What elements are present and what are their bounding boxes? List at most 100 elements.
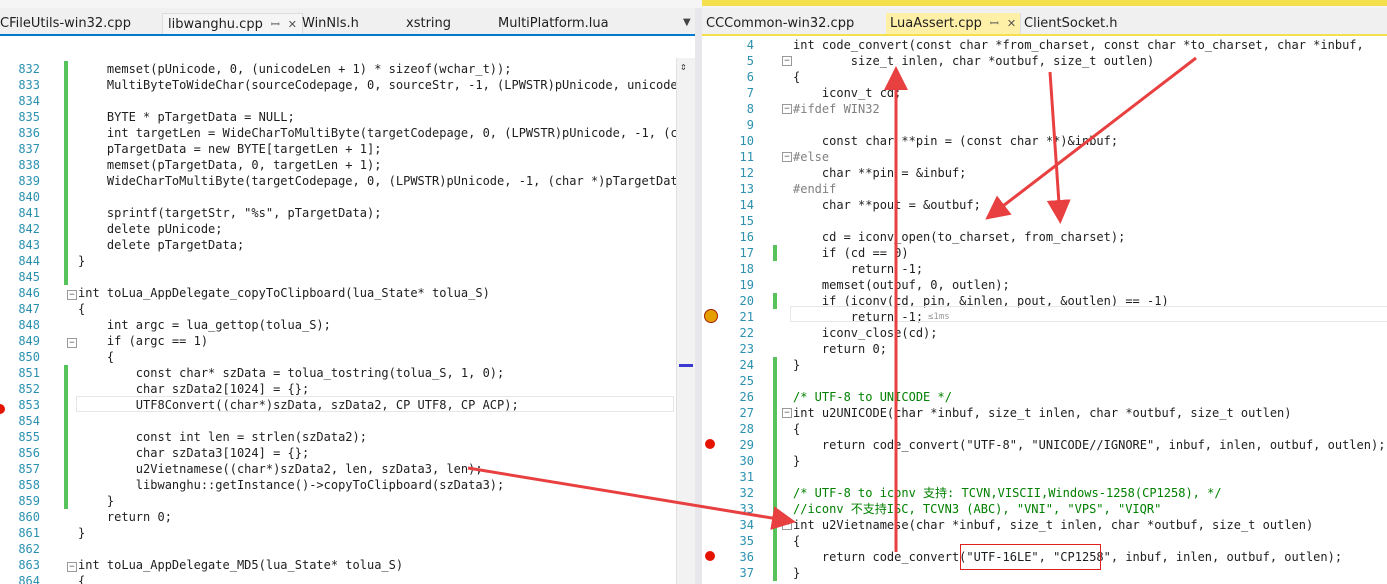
code-line[interactable]: //iconv 不支持ISC, TCVN3 (ABC), "VNI", "VPS…: [793, 502, 1162, 516]
line-number: 37: [739, 566, 754, 580]
code-line[interactable]: UTF8Convert((char*)szData, szData2, CP_U…: [78, 398, 519, 412]
code-line[interactable]: sprintf(targetStr, "%s", pTargetData);: [78, 206, 382, 220]
code-line[interactable]: delete pTargetData;: [78, 238, 245, 252]
code-line[interactable]: {: [793, 70, 801, 84]
code-line[interactable]: return 0;: [78, 510, 172, 524]
code-line[interactable]: const char **pin = (const char **)&inbuf…: [793, 134, 1119, 148]
code-line[interactable]: char szData3[1024] = {};: [78, 446, 310, 460]
code-line[interactable]: {: [78, 574, 86, 584]
code-line[interactable]: }: [78, 494, 115, 508]
tab-xstring[interactable]: xstring: [406, 13, 486, 34]
code-line[interactable]: int u2Vietnamese(char *inbuf, size_t inl…: [793, 518, 1314, 532]
tab-label: ClientSocket.h: [1024, 16, 1118, 31]
code-line[interactable]: {: [793, 422, 801, 436]
code-line[interactable]: const char* szData = tolua_tostring(tolu…: [78, 366, 505, 380]
line-number: 12: [739, 166, 754, 180]
code-line[interactable]: libwanghu::getInstance()->copyToClipboar…: [78, 478, 505, 492]
code-line[interactable]: if (iconv(cd, pin, &inlen, pout, &outlen…: [793, 294, 1169, 308]
pane-splitter[interactable]: [695, 8, 702, 584]
code-line[interactable]: return 0;: [793, 342, 887, 356]
pin-icon[interactable]: ꟷ: [989, 17, 999, 30]
left-code-editor[interactable]: 832 memset(pUnicode, 0, (unicodeLen + 1)…: [0, 36, 695, 584]
code-line[interactable]: return -1;: [793, 262, 924, 276]
code-line[interactable]: int argc = lua_gettop(tolua_S);: [78, 318, 331, 332]
code-line[interactable]: {: [793, 534, 801, 548]
code-line[interactable]: return code_convert("UTF-16LE", "CP1258"…: [793, 550, 1343, 564]
code-line[interactable]: }: [78, 254, 86, 268]
line-number: 858: [18, 478, 40, 492]
code-line[interactable]: /* UTF-8 to iconv 支持: TCVN,VISCII,Window…: [793, 486, 1222, 500]
current-line-highlight: [790, 306, 1387, 322]
code-line[interactable]: /* UTF-8 to UNICODE */: [793, 390, 952, 404]
line-number: 30: [739, 454, 754, 468]
code-line[interactable]: int u2UNICODE(char *inbuf, size_t inlen,…: [793, 406, 1292, 420]
breakpoint-icon[interactable]: [705, 439, 715, 449]
code-line[interactable]: #ifdef WIN32: [793, 102, 880, 116]
close-icon[interactable]: ✕: [287, 18, 298, 31]
code-line[interactable]: char **pout = &outbuf;: [793, 198, 981, 212]
line-number: 34: [739, 518, 754, 532]
code-line[interactable]: MultiByteToWideChar(sourceCodepage, 0, s…: [78, 78, 693, 92]
fold-toggle-icon: −: [67, 338, 77, 348]
tab-clientsocket[interactable]: ClientSocket.h: [1020, 13, 1156, 34]
code-line[interactable]: if (cd == 0): [793, 246, 909, 260]
tab-multiplatform[interactable]: MultiPlatform.lua: [498, 13, 648, 34]
code-line[interactable]: }: [793, 358, 801, 372]
code-line[interactable]: BYTE * pTargetData = NULL;: [78, 110, 295, 124]
code-line[interactable]: return code_convert("UTF-8", "UNICODE//I…: [793, 438, 1386, 452]
code-line[interactable]: u2Vietnamese((char*)szData2, len, szData…: [78, 462, 483, 476]
code-line[interactable]: #else: [793, 150, 830, 164]
code-line[interactable]: char **pin = &inbuf;: [793, 166, 967, 180]
code-line[interactable]: return -1;: [793, 310, 924, 324]
change-bar: [64, 365, 68, 509]
line-number: 852: [18, 382, 40, 396]
code-line[interactable]: {: [78, 350, 115, 364]
split-icon[interactable]: ⇕: [680, 60, 687, 73]
code-line[interactable]: memset(pUnicode, 0, (unicodeLen + 1) * s…: [78, 62, 512, 76]
code-line[interactable]: size_t inlen, char *outbuf, size_t outle…: [793, 54, 1155, 68]
fold-toggle-icon: −: [782, 152, 792, 162]
tab-dropdown-icon[interactable]: ▼: [683, 17, 691, 28]
code-line[interactable]: #endif: [793, 182, 837, 196]
line-number: 24: [739, 358, 754, 372]
code-line[interactable]: int code_convert(const char *from_charse…: [793, 38, 1364, 52]
tab-cccommon[interactable]: CCCommon-win32.cpp: [706, 13, 876, 34]
code-line[interactable]: int toLua_AppDelegate_copyToClipboard(lu…: [78, 286, 490, 300]
left-vertical-scrollbar[interactable]: ⇕: [676, 58, 695, 584]
tab-winnls[interactable]: WinNls.h: [302, 13, 392, 34]
code-line[interactable]: memset(outbuf, 0, outlen);: [793, 278, 1010, 292]
code-line[interactable]: const int len = strlen(szData2);: [78, 430, 367, 444]
code-line[interactable]: int toLua_AppDelegate_MD5(lua_State* tol…: [78, 558, 404, 572]
close-icon[interactable]: ✕: [1006, 17, 1017, 30]
code-line[interactable]: iconv_close(cd);: [793, 326, 938, 340]
breakpoint-icon[interactable]: [0, 404, 5, 414]
code-line[interactable]: memset(pTargetData, 0, targetLen + 1);: [78, 158, 382, 172]
code-line[interactable]: {: [78, 302, 86, 316]
code-line[interactable]: if (argc == 1): [78, 334, 209, 348]
tab-cfileutils[interactable]: CFileUtils-win32.cpp: [0, 13, 160, 34]
code-line[interactable]: cd = iconv_open(to_charset, from_charset…: [793, 230, 1126, 244]
code-line[interactable]: WideCharToMultiByte(targetCodepage, 0, (…: [78, 174, 693, 188]
fold-toggle-icon: −: [67, 290, 77, 300]
code-line[interactable]: int targetLen = WideCharToMultiByte(targ…: [78, 126, 693, 140]
active-pane-indicator: [702, 0, 1387, 6]
code-line[interactable]: delete pUnicode;: [78, 222, 223, 236]
code-line[interactable]: }: [793, 566, 801, 580]
line-number: 19: [739, 278, 754, 292]
line-number: 36: [739, 550, 754, 564]
code-line[interactable]: pTargetData = new BYTE[targetLen + 1];: [78, 142, 382, 156]
pin-icon[interactable]: ꟷ: [270, 18, 280, 31]
code-line[interactable]: }: [793, 454, 801, 468]
code-line[interactable]: }: [78, 526, 86, 540]
code-line[interactable]: iconv_t cd;: [793, 86, 902, 100]
line-number: 835: [18, 110, 40, 124]
breakpoint-icon[interactable]: [705, 551, 715, 561]
line-number: 8: [746, 102, 754, 116]
code-line[interactable]: char szData2[1024] = {};: [78, 382, 310, 396]
